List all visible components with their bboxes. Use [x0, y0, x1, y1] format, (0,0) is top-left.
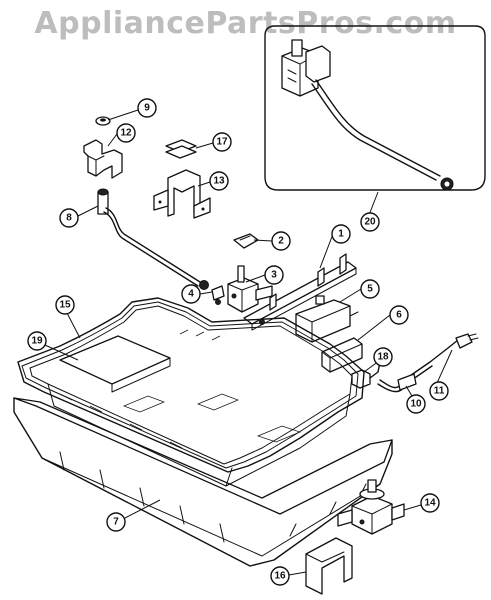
callout-7: 7 — [106, 512, 126, 532]
callout-4: 4 — [181, 284, 201, 304]
callout-15: 15 — [55, 295, 75, 315]
svg-text:18: 18 — [377, 352, 389, 363]
burner-box-tray — [13, 297, 393, 567]
svg-text:4: 4 — [188, 289, 194, 300]
bracket-part-12 — [83, 139, 123, 179]
manifold-part-1 — [243, 253, 357, 331]
clip-part-17 — [165, 139, 197, 159]
callout-1: 1 — [331, 224, 351, 244]
harness-part-10-11 — [377, 333, 479, 393]
callout-8: 8 — [59, 208, 79, 228]
callout-5: 5 — [360, 279, 380, 299]
callout-16: 16 — [270, 566, 290, 586]
igniter-part-8 — [97, 188, 209, 290]
svg-text:16: 16 — [274, 571, 286, 582]
svg-text:12: 12 — [120, 128, 132, 139]
callout-11: 11 — [429, 381, 449, 401]
svg-text:19: 19 — [31, 336, 43, 347]
bracket-part-13 — [153, 169, 211, 219]
svg-text:7: 7 — [113, 517, 119, 528]
callout-13: 13 — [209, 171, 229, 191]
svg-text:14: 14 — [424, 498, 436, 509]
watermark: AppliancePartsPros.com — [34, 6, 457, 41]
bracket-part-16 — [305, 537, 353, 595]
callout-17: 17 — [212, 132, 232, 152]
svg-text:17: 17 — [216, 137, 228, 148]
clip-part-2 — [233, 233, 259, 249]
nut-part-9 — [95, 116, 111, 126]
svg-text:9: 9 — [144, 103, 150, 114]
regulator-part-14 — [337, 479, 405, 535]
svg-text:5: 5 — [367, 284, 373, 295]
callout-14: 14 — [420, 493, 440, 513]
svg-text:11: 11 — [434, 386, 445, 397]
callout-12: 12 — [116, 123, 136, 143]
svg-text:1: 1 — [338, 229, 344, 240]
leader-lines — [44, 109, 453, 576]
callout-9: 9 — [137, 98, 157, 118]
callout-3: 3 — [264, 265, 284, 285]
callout-10: 10 — [406, 394, 426, 414]
callout-20: 20 — [360, 212, 380, 232]
callout-6: 6 — [389, 305, 409, 325]
plate-part-6 — [321, 337, 363, 373]
svg-text:6: 6 — [396, 310, 402, 321]
svg-text:13: 13 — [213, 176, 225, 187]
callout-2: 2 — [271, 231, 291, 251]
svg-text:2: 2 — [278, 236, 284, 247]
callout-19: 19 — [27, 331, 47, 351]
fitting-part-4 — [211, 285, 225, 305]
svg-text:3: 3 — [271, 270, 277, 281]
svg-text:20: 20 — [364, 217, 376, 228]
callout-18: 18 — [373, 347, 393, 367]
module-part-5 — [295, 295, 359, 343]
svg-text:15: 15 — [59, 300, 71, 311]
valve-part-3 — [227, 265, 273, 313]
inset-box-part-20 — [264, 25, 486, 191]
svg-text:10: 10 — [410, 399, 422, 410]
svg-text:8: 8 — [66, 213, 72, 224]
